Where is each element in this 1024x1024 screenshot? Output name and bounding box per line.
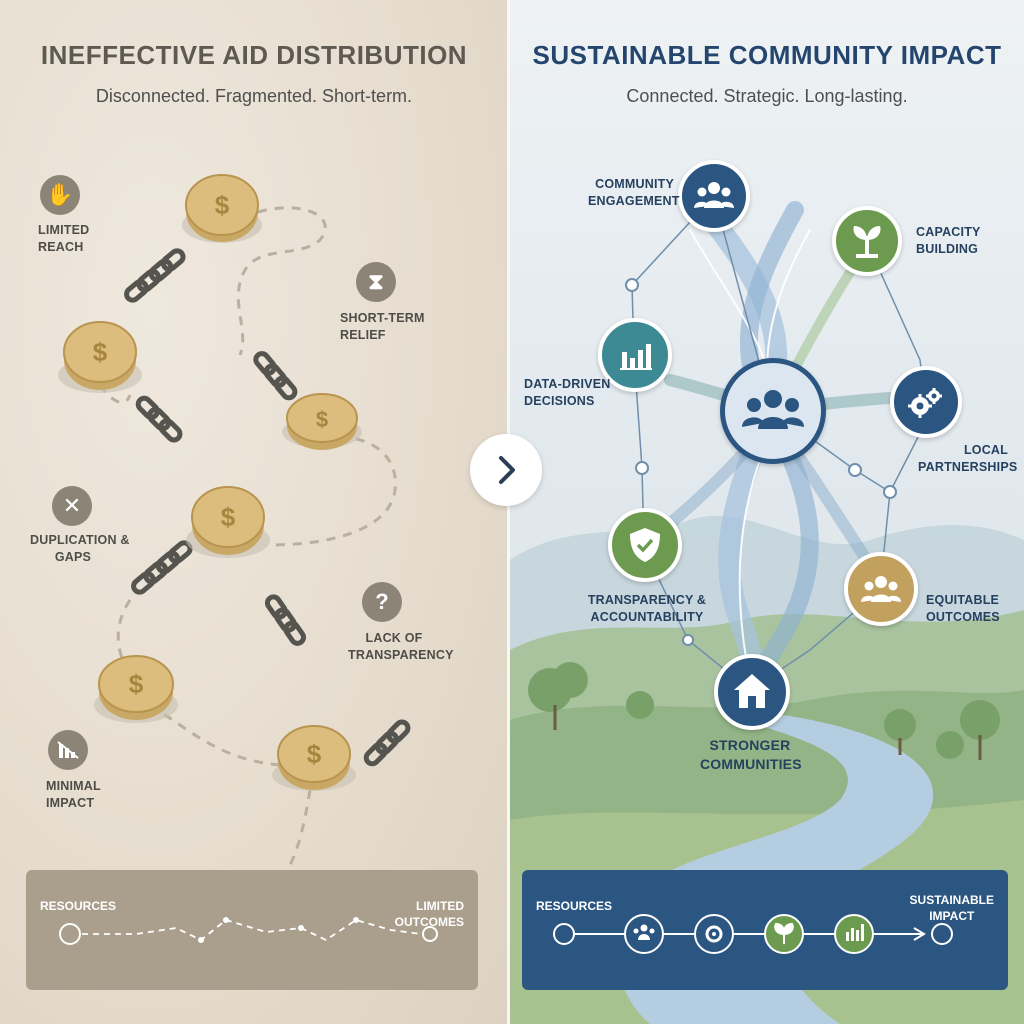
network-dots [625, 278, 897, 646]
left-bar-line [59, 917, 438, 945]
left-title: INEFFECTIVE AID DISTRIBUTION [40, 40, 468, 70]
bar-step-gear [694, 914, 734, 954]
community-hub-icon [742, 390, 804, 429]
left-subtitle: Disconnected. Fragmented. Short-term. [95, 86, 413, 106]
people-group-icon [694, 182, 734, 208]
label-capacity-building: CAPACITY BUILDING [916, 225, 981, 256]
coin: $ [186, 486, 270, 558]
label-duplication-gaps: DUPLICATION & GAPS [30, 533, 130, 564]
label-community-engagement: COMMUNITY ENGAGEMENT [588, 177, 680, 208]
left-bar-end-label: LIMITED OUTCOMES [394, 899, 464, 929]
x-icon: ✕ [52, 486, 92, 526]
right-bar-end-label: SUSTAINABLE IMPACT [909, 893, 994, 923]
node-equitable-outcomes[interactable] [844, 552, 918, 626]
coin: $ [58, 321, 142, 393]
node-local-partnerships[interactable] [890, 366, 962, 438]
coin: $ [182, 174, 262, 243]
right-bar-line [553, 914, 953, 954]
svg-text:$: $ [307, 739, 322, 769]
svg-text:$: $ [215, 190, 230, 220]
label-transparency: TRANSPARENCY & ACCOUNTABILITY [587, 593, 707, 624]
fragmented-path-diagram: $ $ $ $ [58, 174, 411, 866]
bar-step-people [624, 914, 664, 954]
declining-chart-icon [48, 730, 88, 770]
left-flow-bar: RESOURCES LIMITED OUTCOMES [26, 870, 478, 990]
left-panel: INEFFECTIVE AID DISTRIBUTION Disconnecte… [0, 0, 508, 1024]
node-community-engagement[interactable] [678, 160, 750, 232]
svg-text:$: $ [221, 502, 236, 532]
label-lack-transparency: LACK OF TRANSPARENCY [348, 631, 454, 662]
coin: $ [282, 393, 362, 450]
coin: $ [272, 725, 356, 791]
chain-links [124, 248, 411, 767]
label-short-term-relief: SHORT-TERM RELIEF [340, 311, 425, 342]
node-stronger-communities[interactable] [714, 654, 790, 730]
people-icon [861, 576, 901, 602]
plant-sprout-icon [853, 226, 881, 258]
bar-step-chart [834, 914, 874, 954]
coin-stack: $ $ $ $ [58, 174, 362, 791]
panel-divider [507, 0, 511, 1024]
hand-stop-icon: ✋ [40, 175, 80, 215]
bar-chart-icon [620, 344, 652, 370]
gears-icon [908, 388, 942, 418]
coin: $ [94, 655, 178, 723]
label-data-driven: DATA-DRIVEN DECISIONS [524, 377, 611, 408]
left-bar-start-label: RESOURCES [40, 899, 117, 913]
label-limited-reach: LIMITED REACH [38, 223, 90, 254]
node-transparency[interactable] [608, 508, 682, 582]
chevron-right-icon [499, 456, 515, 484]
right-panel: SUSTAINABLE COMMUNITY IMPACT Connected. … [510, 0, 1024, 1024]
label-local-partnerships: LOCAL PARTNERSHIPS [918, 443, 1018, 474]
right-title: SUSTAINABLE COMMUNITY IMPACT [532, 40, 1002, 70]
label-minimal-impact: MINIMAL IMPACT [46, 779, 101, 810]
right-subtitle: Connected. Strategic. Long-lasting. [626, 86, 908, 106]
node-data-driven[interactable] [598, 318, 672, 392]
bar-step-plant [764, 914, 804, 954]
node-central-community[interactable] [720, 358, 826, 464]
svg-text:$: $ [316, 407, 328, 432]
right-bar-start-label: RESOURCES [536, 899, 613, 913]
right-flow-bar: RESOURCES SUSTAINABLE IMPACT [522, 870, 1008, 990]
label-stronger-communities: STRONGER COMMUNITIES [700, 737, 802, 772]
house-icon [734, 674, 770, 708]
hourglass-icon: ⧗ [356, 262, 396, 302]
next-arrow-button[interactable] [470, 434, 542, 506]
node-capacity-building[interactable] [832, 206, 902, 276]
svg-text:$: $ [93, 337, 108, 367]
shield-check-icon [630, 528, 660, 562]
svg-text:$: $ [129, 669, 144, 699]
label-equitable-outcomes: EQUITABLE OUTCOMES [926, 593, 1000, 624]
question-icon: ? [362, 582, 402, 622]
